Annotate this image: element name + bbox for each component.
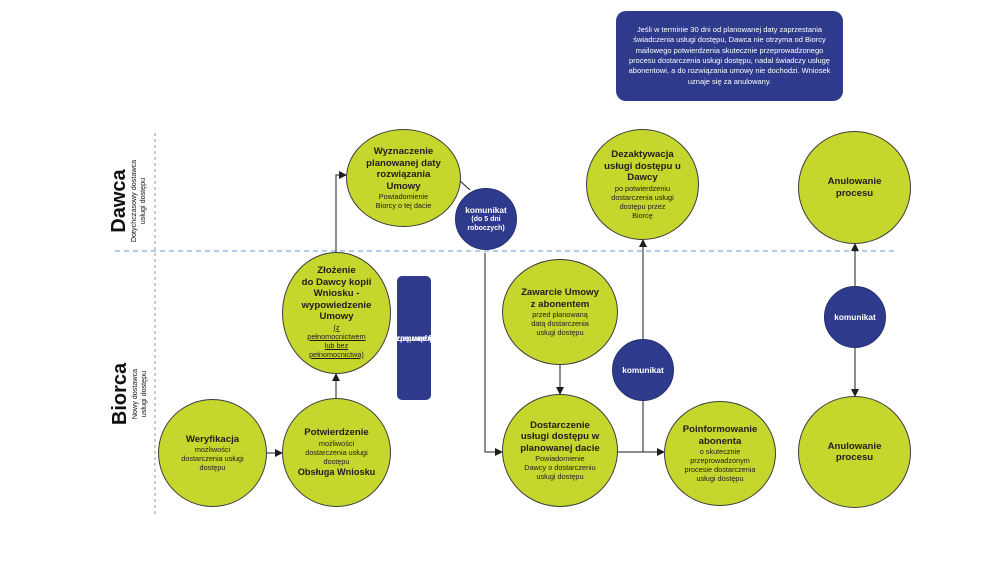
node-poinformowanie: Poinformowanie abonenta o skutecznie prz… [664,401,776,506]
node-zawarcie: Zawarcie Umowy z abonentem przed planowa… [502,259,618,365]
lane-label-dawca: Dawca Dotychczasowy dostawca usługi dost… [108,159,147,243]
node-dostarczenie: Dostarczenie usługi dostępu w planowanej… [502,394,618,507]
message-komunikat-right: komunikat [824,286,886,348]
node-weryfikacja: Weryfikacja możliwości dostarczenia usłu… [158,399,267,507]
node-dezaktywacja: Dezaktywacja usługi dostępu u Dawcy po p… [586,129,699,240]
arrow-komunikat-dostarczenie [484,253,503,456]
node-anulowanie-bottom: Anulowanie procesu [798,396,911,508]
node-potwierdzenie: Potwierdzenie możliwości dostarczenia us… [282,398,391,507]
message-komunikat-5-dni: komunikat (do 5 dni roboczych) [455,188,517,250]
node-wyznaczenie: Wyznaczenie planowanej daty rozwiązania … [346,129,461,227]
node-anulowanie-top: Anulowanie procesu [798,131,911,244]
message-komunikat-mid: komunikat [612,339,674,401]
info-box-anulowanie: Jeśli w terminie 30 dni od planowanej da… [616,11,843,101]
node-zlozenie: Złożenie do Dawcy kopii Wniosku - wypowi… [282,252,391,374]
lane-label-biorca: Biorca Nowy dostawca usługi dostępu [109,362,148,426]
arrow-zlozenie-wyznaczenie [335,171,347,252]
arrow-dostarczenie-komunikat [617,400,644,453]
